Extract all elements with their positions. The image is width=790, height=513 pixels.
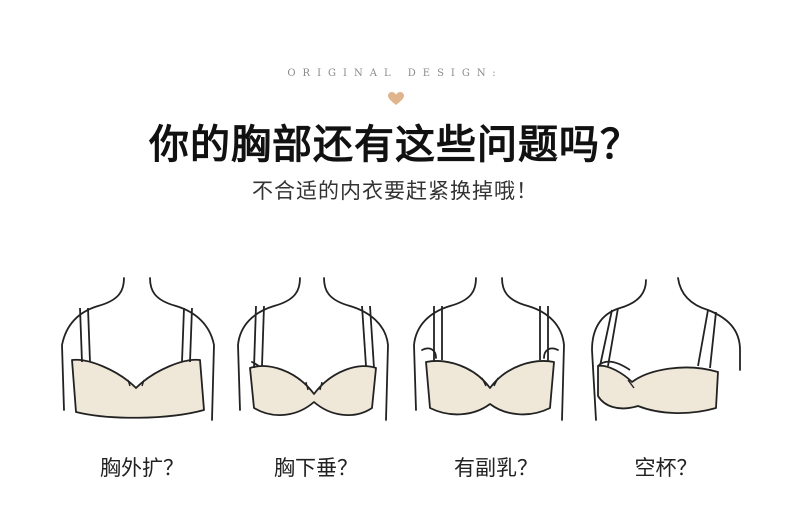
caption-side-fat: 有副乳？	[454, 456, 538, 480]
page-title: 你的胸部还有这些问题吗？	[149, 122, 641, 168]
page-subtitle: 不合适的内衣要赶紧换掉哦！	[252, 179, 538, 203]
caption-gapping: 空杯？	[634, 456, 698, 480]
bra-illustration-gapping	[588, 270, 752, 445]
caption-sagging: 胸下垂？	[274, 456, 358, 480]
bra-illustration-sagging	[234, 270, 398, 445]
heart-icon	[388, 92, 404, 105]
eyebrow-text: ORIGINAL DESIGN:	[287, 68, 503, 79]
bra-illustration-side-fat	[410, 270, 574, 445]
caption-splay: 胸外扩？	[100, 456, 184, 480]
bra-illustration-splay	[58, 270, 222, 445]
